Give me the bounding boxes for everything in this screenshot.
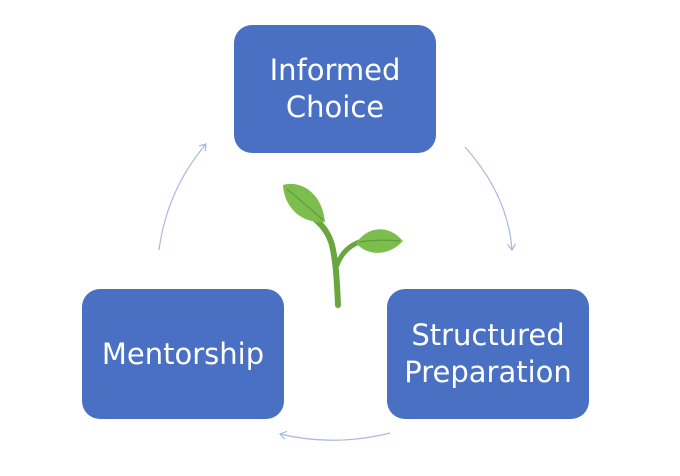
node-mentorship-line-1: Mentorship: [101, 336, 265, 371]
node-informed-choice: Informed Choice: [234, 25, 436, 153]
sprout-stem: [313, 217, 341, 308]
node-structured-preparation: Structured Preparation: [387, 289, 589, 419]
arrow-right-to-left: [278, 430, 391, 441]
arrow-left-to-top: [158, 143, 207, 251]
node-mentorship: Mentorship: [82, 289, 284, 419]
node-informed-choice-line-1: Informed: [269, 53, 401, 87]
node-structured-preparation-line-1: Structured: [411, 318, 565, 352]
sprout-leaf-right-vein: [358, 239, 401, 243]
node-structured-preparation-line-2: Preparation: [404, 355, 572, 389]
node-informed-choice-line-2: Choice: [285, 90, 385, 124]
sprout-icon: [283, 183, 403, 308]
sprout-leaf-right: [356, 229, 403, 253]
sprout-leaf-left-vein: [286, 188, 324, 221]
arrow-top-to-right: [464, 146, 517, 252]
